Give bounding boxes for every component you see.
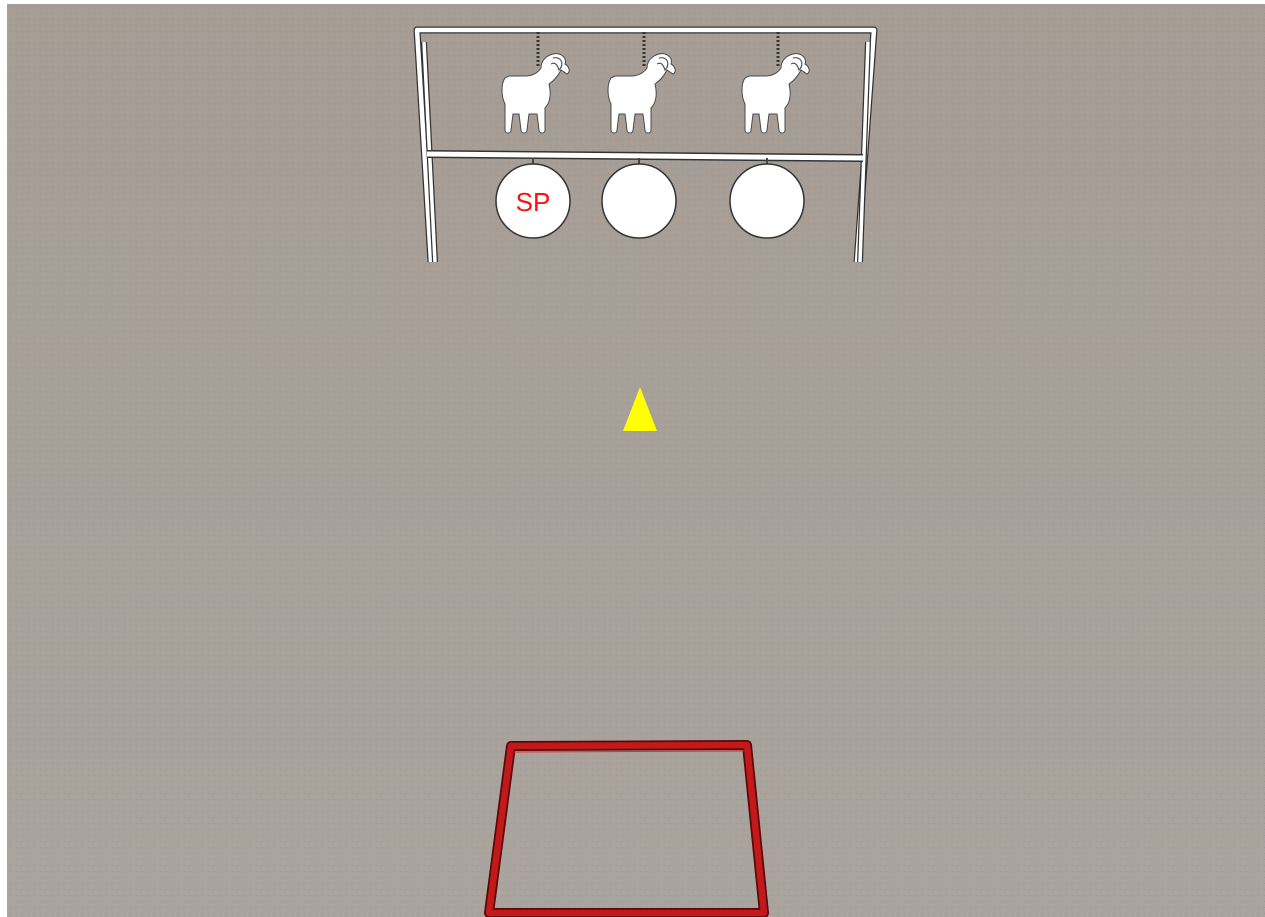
plate-target-3 bbox=[730, 164, 804, 238]
stage-floor: SP bbox=[7, 4, 1265, 917]
stop-plate-label: SP bbox=[516, 187, 551, 217]
floor-texture bbox=[7, 4, 1265, 917]
stage-scene: SP bbox=[7, 4, 1265, 917]
plate-target-2 bbox=[602, 164, 676, 238]
